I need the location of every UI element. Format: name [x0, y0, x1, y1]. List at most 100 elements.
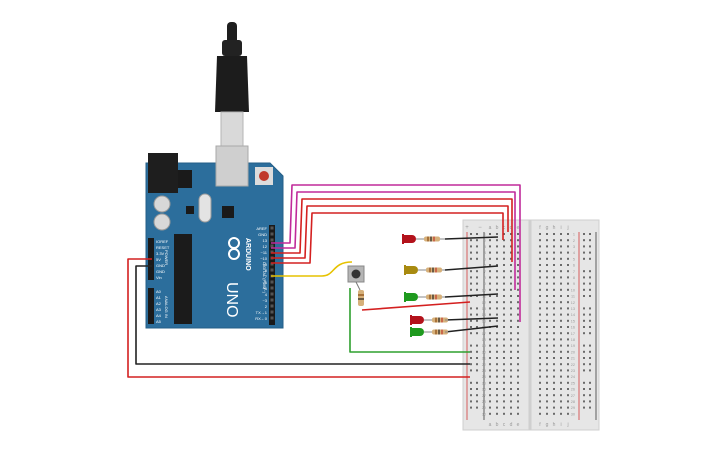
breadboard-hole[interactable] — [503, 319, 505, 322]
breadboard-hole[interactable] — [539, 251, 541, 254]
rail-hole[interactable] — [476, 295, 478, 297]
push-button[interactable] — [347, 265, 365, 291]
breadboard-hole[interactable] — [546, 264, 548, 266]
breadboard-hole[interactable] — [546, 301, 548, 304]
breadboard-hole[interactable] — [539, 369, 541, 372]
rail-hole[interactable] — [476, 239, 478, 242]
breadboard-hole[interactable] — [560, 301, 562, 304]
rail-hole[interactable] — [476, 400, 478, 403]
digital-pin[interactable] — [270, 250, 274, 254]
rail-hole[interactable] — [470, 400, 472, 403]
breadboard-hole[interactable] — [539, 400, 541, 403]
breadboard-hole[interactable] — [510, 400, 512, 403]
rail-hole[interactable] — [583, 251, 585, 254]
breadboard-hole[interactable] — [496, 369, 498, 372]
breadboard-hole[interactable] — [560, 307, 562, 310]
rail-hole[interactable] — [583, 326, 585, 328]
breadboard-hole[interactable] — [553, 326, 555, 328]
breadboard-hole[interactable] — [560, 319, 562, 322]
rail-hole[interactable] — [470, 313, 472, 316]
breadboard-hole[interactable] — [553, 406, 555, 409]
rail-hole[interactable] — [470, 388, 472, 390]
breadboard-hole[interactable] — [546, 295, 548, 297]
breadboard-hole[interactable] — [489, 332, 491, 335]
breadboard-hole[interactable] — [553, 233, 555, 235]
rail-hole[interactable] — [470, 270, 472, 273]
breadboard-hole[interactable] — [503, 400, 505, 403]
breadboard-hole[interactable] — [510, 270, 512, 273]
led-3-green[interactable] — [404, 292, 426, 302]
breadboard-hole[interactable] — [560, 245, 562, 248]
breadboard-hole[interactable] — [567, 319, 569, 322]
breadboard-hole[interactable] — [560, 326, 562, 328]
breadboard-hole[interactable] — [510, 326, 512, 328]
breadboard-hole[interactable] — [496, 239, 498, 242]
breadboard-hole[interactable] — [560, 313, 562, 316]
rail-hole[interactable] — [476, 388, 478, 390]
breadboard-hole[interactable] — [560, 363, 562, 366]
breadboard-hole[interactable] — [496, 388, 498, 390]
breadboard-hole[interactable] — [517, 245, 519, 248]
breadboard-hole[interactable] — [567, 388, 569, 390]
breadboard-hole[interactable] — [517, 295, 519, 297]
breadboard-hole[interactable] — [567, 357, 569, 359]
breadboard-hole[interactable] — [510, 369, 512, 372]
breadboard-hole[interactable] — [553, 257, 555, 260]
rail-hole[interactable] — [470, 350, 472, 353]
breadboard-hole[interactable] — [489, 375, 491, 378]
breadboard-hole[interactable] — [496, 319, 498, 322]
breadboard-hole[interactable] — [553, 319, 555, 322]
digital-pin[interactable] — [270, 232, 274, 236]
breadboard-hole[interactable] — [546, 313, 548, 316]
breadboard-hole[interactable] — [503, 375, 505, 378]
breadboard-hole[interactable] — [517, 406, 519, 409]
digital-pin[interactable] — [270, 310, 274, 314]
breadboard-hole[interactable] — [546, 338, 548, 341]
breadboard-hole[interactable] — [496, 406, 498, 409]
breadboard-hole[interactable] — [510, 394, 512, 397]
breadboard-hole[interactable] — [496, 245, 498, 248]
rail-hole[interactable] — [589, 313, 591, 316]
breadboard-hole[interactable] — [510, 245, 512, 248]
breadboard-hole[interactable] — [489, 276, 491, 279]
breadboard-hole[interactable] — [503, 388, 505, 390]
breadboard-hole[interactable] — [496, 282, 498, 285]
breadboard-hole[interactable] — [553, 412, 555, 415]
breadboard-hole[interactable] — [517, 282, 519, 285]
breadboard-hole[interactable] — [496, 400, 498, 403]
digital-pin[interactable] — [270, 268, 274, 272]
breadboard-hole[interactable] — [539, 264, 541, 266]
rail-hole[interactable] — [470, 276, 472, 279]
rail-hole[interactable] — [589, 381, 591, 384]
breadboard-hole[interactable] — [489, 282, 491, 285]
breadboard-hole[interactable] — [489, 363, 491, 366]
rail-hole[interactable] — [470, 363, 472, 366]
digital-pin[interactable] — [270, 298, 274, 302]
rail-hole[interactable] — [589, 344, 591, 347]
breadboard-hole[interactable] — [546, 375, 548, 378]
breadboard-hole[interactable] — [503, 350, 505, 353]
breadboard-hole[interactable] — [539, 276, 541, 279]
breadboard-hole[interactable] — [489, 307, 491, 310]
breadboard-hole[interactable] — [567, 326, 569, 328]
rail-hole[interactable] — [583, 257, 585, 260]
rail-hole[interactable] — [476, 394, 478, 397]
led-5-green[interactable] — [410, 327, 432, 337]
breadboard-hole[interactable] — [567, 338, 569, 341]
breadboard-hole[interactable] — [510, 375, 512, 378]
breadboard-hole[interactable] — [546, 245, 548, 248]
breadboard-hole[interactable] — [553, 344, 555, 347]
breadboard-hole[interactable] — [567, 412, 569, 415]
breadboard-hole[interactable] — [503, 307, 505, 310]
breadboard-hole[interactable] — [489, 344, 491, 347]
breadboard-hole[interactable] — [539, 406, 541, 409]
breadboard-hole[interactable] — [517, 400, 519, 403]
digital-pin[interactable] — [270, 262, 274, 266]
breadboard-hole[interactable] — [560, 406, 562, 409]
breadboard-hole[interactable] — [503, 276, 505, 279]
breadboard-hole[interactable] — [567, 245, 569, 248]
digital-pin[interactable] — [270, 244, 274, 248]
breadboard-hole[interactable] — [510, 233, 512, 235]
breadboard-hole[interactable] — [539, 412, 541, 415]
rail-hole[interactable] — [583, 381, 585, 384]
